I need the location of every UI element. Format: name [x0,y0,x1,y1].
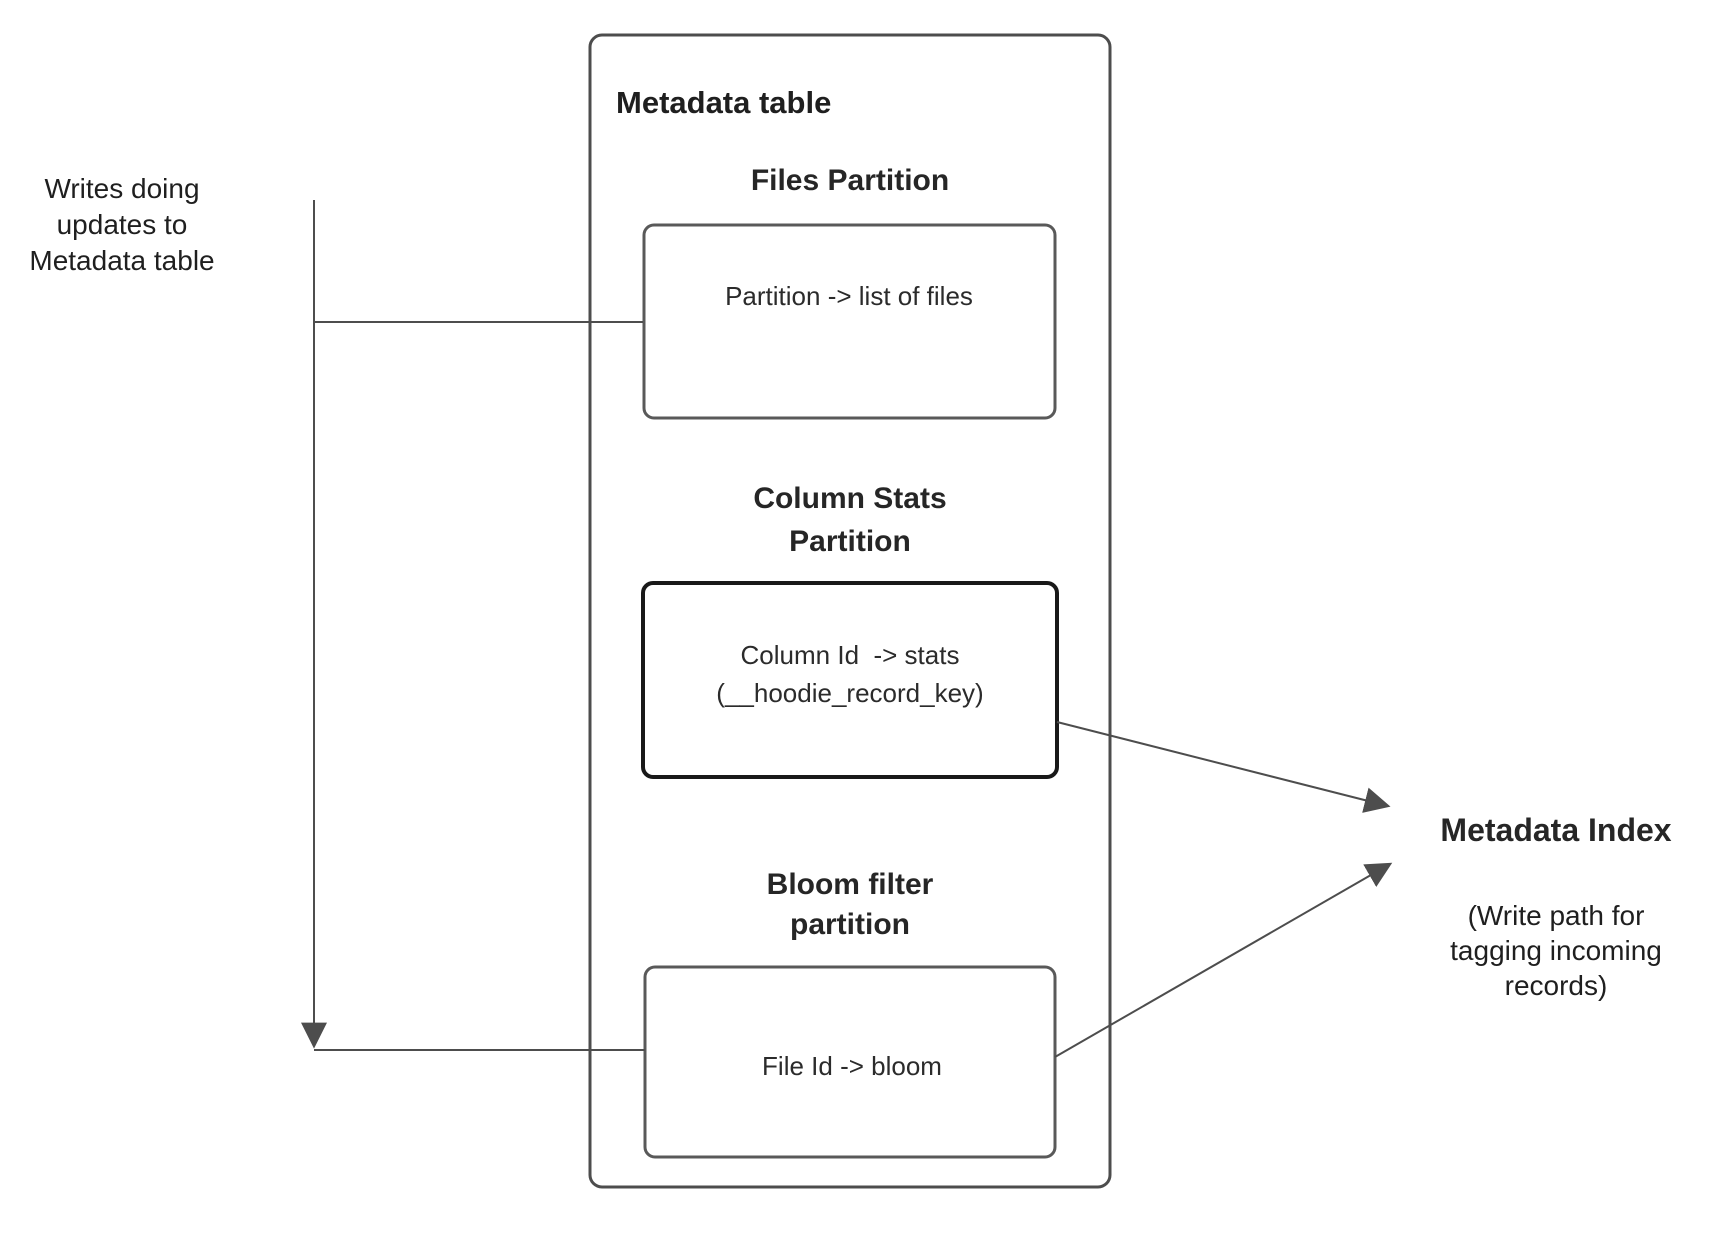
column-stats-to-index-arrow [1056,721,1391,813]
bloom-filter-heading-line: Bloom filter [767,868,934,901]
files-partition-text: Partition -> list of files [725,281,973,311]
bloom-filter-partition-box [643,965,1057,1159]
column-stats-text-line: (__hoodie_record_key) [716,678,983,708]
files-partition-box [642,223,1057,420]
bloom-filter-heading-line: partition [790,908,910,941]
column-stats-heading-line: Partition [789,525,911,558]
metadata-index-sub-line: tagging incoming [1450,935,1662,966]
column-stats-partition-box [641,581,1059,779]
files-partition-heading: Files Partition [751,164,949,197]
column-stats-heading-line: Column Stats [753,482,946,515]
metadata-table-title: Metadata table [616,85,831,120]
metadata-index-title: Metadata Index [1440,812,1671,848]
writes-label-line: Writes doing [44,173,199,204]
writes-label-line: updates to [57,209,188,240]
column-stats-text-line: Column Id -> stats [741,640,960,670]
metadata-index-sub-line: (Write path for [1468,900,1645,931]
bloom-filter-text: File Id -> bloom [762,1051,942,1081]
metadata-index-sub-line: records) [1505,970,1608,1001]
bloom-to-index-arrow [1054,862,1393,1058]
writes-label-line: Metadata table [29,245,214,276]
